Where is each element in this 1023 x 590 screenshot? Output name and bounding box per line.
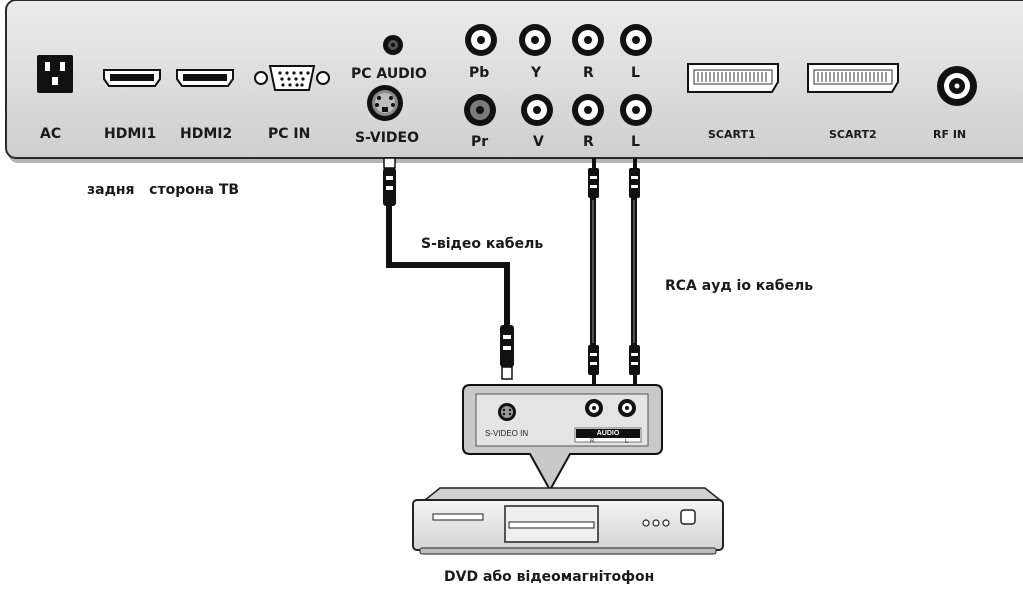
scart1-label: SCART1 bbox=[708, 128, 756, 141]
l-top-label: L bbox=[631, 65, 640, 81]
rca-r-bottom-jack-icon bbox=[572, 94, 604, 126]
pc-in-vga-port-icon bbox=[254, 65, 330, 91]
rf-in-label: RF IN bbox=[933, 128, 967, 141]
ac-socket-icon bbox=[37, 55, 73, 93]
l-bottom-label: L bbox=[631, 134, 640, 150]
rca-r-top-jack-icon bbox=[572, 24, 604, 56]
v-label: V bbox=[533, 134, 544, 150]
rca-pb-jack-icon bbox=[465, 24, 497, 56]
pr-label: Pr bbox=[471, 134, 489, 150]
tv-back-caption: задня сторона ТВ bbox=[87, 182, 240, 198]
audio-r-label: R bbox=[590, 439, 595, 445]
rf-in-port-icon bbox=[937, 66, 977, 106]
rca-pr-jack-icon bbox=[464, 94, 496, 126]
rca-audio-cable-label: RCA ауд іо кабель bbox=[665, 278, 814, 294]
rca-l-bottom-jack-icon bbox=[620, 94, 652, 126]
s-video-label: S-VIDEO bbox=[355, 130, 420, 146]
scart2-label: SCART2 bbox=[829, 128, 877, 141]
s-video-in-label: S-VIDEO IN bbox=[485, 429, 529, 438]
pc-audio-label: PC AUDIO bbox=[351, 66, 427, 82]
scart1-port-icon bbox=[687, 63, 779, 93]
audio-header-label: AUDIO bbox=[576, 429, 640, 438]
hdmi2-label: HDMI2 bbox=[180, 126, 233, 142]
s-video-port-icon bbox=[367, 85, 403, 121]
dvd-caption: DVD або відеомагнітофон bbox=[444, 569, 655, 585]
rca-l-top-jack-icon bbox=[620, 24, 652, 56]
ac-label: AC bbox=[40, 126, 62, 142]
s-video-cable bbox=[383, 157, 514, 380]
pc-in-label: PC IN bbox=[268, 126, 311, 142]
r-bottom-label: R bbox=[583, 134, 594, 150]
rca-audio-cable-r bbox=[588, 158, 599, 385]
r-top-label: R bbox=[583, 65, 594, 81]
rca-audio-cable-l bbox=[629, 158, 640, 385]
hdmi1-label: HDMI1 bbox=[104, 126, 157, 142]
hdmi1-port-icon bbox=[103, 69, 161, 87]
hdmi2-port-icon bbox=[176, 69, 234, 87]
dvd-player-icon bbox=[412, 487, 724, 555]
s-video-cable-label: S-відео кабель bbox=[421, 236, 544, 252]
audio-l-label: L bbox=[625, 439, 629, 445]
tv-back-panel bbox=[5, 0, 1023, 163]
pb-label: Pb bbox=[469, 65, 490, 81]
scart2-port-icon bbox=[807, 63, 899, 93]
rca-v-jack-icon bbox=[521, 94, 553, 126]
rca-y-jack-icon bbox=[519, 24, 551, 56]
pc-audio-jack-icon bbox=[383, 35, 403, 55]
y-label: Y bbox=[531, 65, 542, 81]
